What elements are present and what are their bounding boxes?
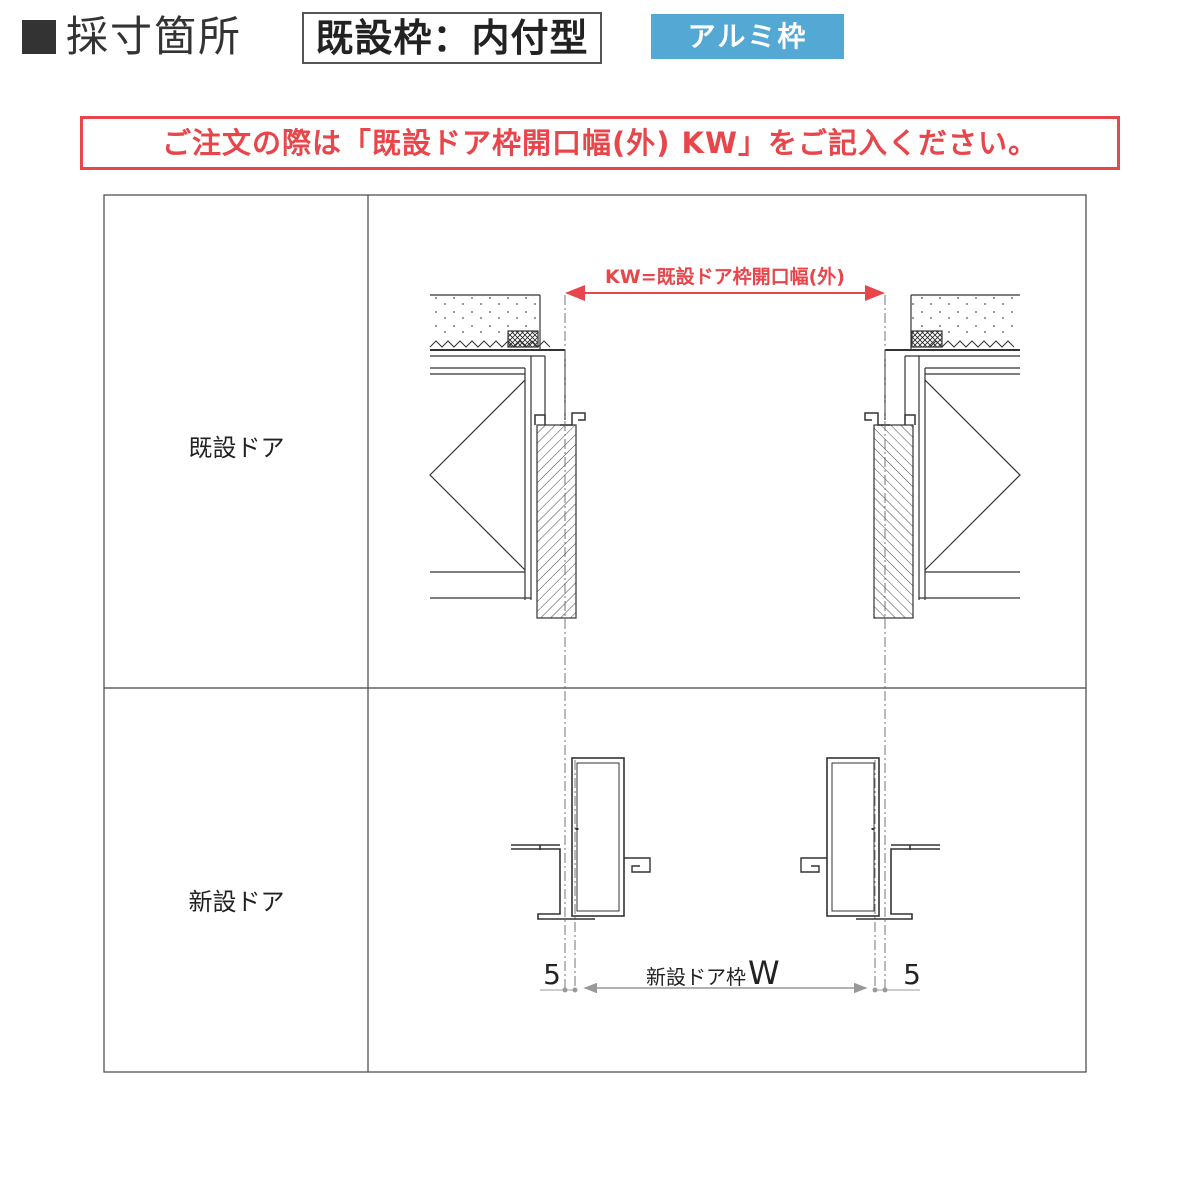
header-square-icon [22,20,56,54]
header-title: 採寸箇所 [66,12,243,61]
new-frame-right [800,757,940,920]
table-grid [103,194,1087,1073]
frame-type-badge: アルミ枠 [651,14,844,59]
new-frame-label-w: W [748,954,780,992]
new-frame-label-prefix: 新設ドア枠 [646,965,746,989]
order-notice: ご注文の際は「既設ドア枠開口幅(外) KW」をご記入ください。 [80,116,1120,170]
header-spec-box: 既設枠：内付型 [302,12,602,64]
new-frame-width-label: 新設ドア枠W [646,954,780,992]
left-offset-label: 5 [543,958,561,991]
existing-frame-right [864,294,1021,619]
row-label-new: 新設ドア [188,888,285,916]
new-frame-left [511,757,651,920]
existing-frame-left [429,294,586,619]
right-offset-label: 5 [903,958,921,991]
kw-dimension-label: KW=既設ドア枠開口幅(外) [605,265,845,288]
row-label-existing: 既設ドア [188,434,285,462]
reference-lines [564,295,886,990]
